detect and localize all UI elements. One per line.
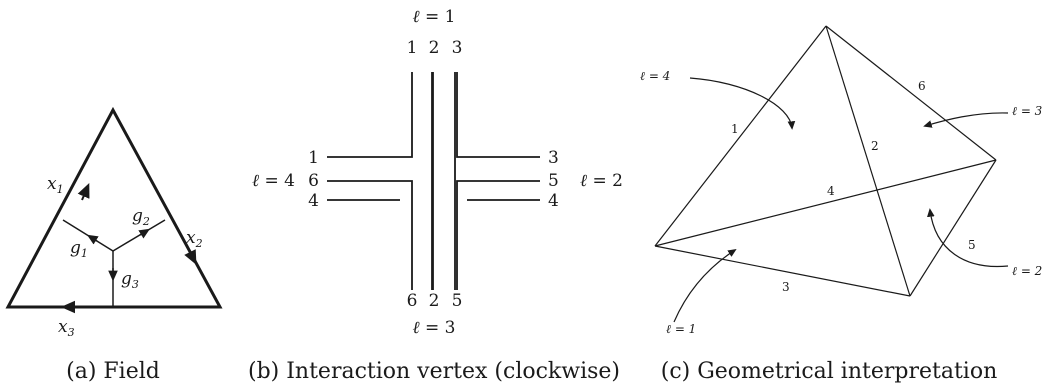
- ell-bottom: ℓ = 3: [413, 318, 456, 338]
- strand-top-right: [455, 72, 540, 157]
- tet-edge-1: [654, 25, 827, 247]
- left-label-1: 1: [308, 148, 319, 168]
- right-label-3: 3: [548, 148, 559, 168]
- tet-edge-3: [654, 245, 911, 297]
- edge-label-6: 6: [918, 79, 926, 93]
- ell-right: ℓ = 2: [580, 171, 623, 191]
- label-x3: x3: [58, 317, 75, 339]
- label-g3: g3: [121, 269, 139, 291]
- panel-c-tetrahedron: [654, 25, 1009, 323]
- edge-label-2: 2: [871, 139, 879, 153]
- right-label-4: 4: [548, 191, 559, 211]
- edge-label-1: 1: [731, 122, 739, 136]
- g2-arrow: [138, 228, 151, 239]
- tet-edge-5: [909, 159, 997, 297]
- panel-b-labels: ℓ = 1 1 2 3 6 2 5 ℓ = 3 1 6 4 ℓ = 4 3 5 …: [248, 7, 623, 384]
- strand-mid-right: [456, 180, 540, 290]
- right-label-5: 5: [548, 171, 559, 191]
- caption-c: (c) Geometrical interpretation: [661, 359, 998, 384]
- label-g1: g1: [70, 238, 88, 260]
- label-x2: x2: [186, 228, 203, 250]
- panel-a-field: x1 x2 x3 g1 g2 g3 (a) Field: [5, 106, 223, 384]
- edge-x1-arrow: [77, 183, 90, 201]
- top-label-2: 2: [429, 38, 440, 58]
- tet-edge-6: [825, 25, 997, 161]
- ell-left: ℓ = 4: [252, 171, 295, 191]
- arrow-face-3: [923, 112, 1009, 128]
- label-x1: x1: [47, 174, 64, 196]
- edge-label-3: 3: [782, 280, 790, 294]
- g1-arrow: [86, 234, 99, 245]
- label-g2: g2: [132, 206, 150, 228]
- arrow-face-1: [673, 248, 737, 323]
- left-label-6: 6: [308, 171, 319, 191]
- arrow-face-2: [927, 208, 1009, 268]
- panel-c-labels: 1 2 3 4 5 6 ℓ = 1 ℓ = 2 ℓ = 3 ℓ = 4 (c) …: [640, 69, 1043, 384]
- bottom-label-5: 5: [452, 291, 463, 311]
- tet-edge-4: [654, 159, 997, 247]
- strand-top-left: [327, 72, 413, 158]
- left-label-4: 4: [308, 191, 319, 211]
- edge-x2-arrow: [184, 247, 197, 265]
- panel-b-interaction-vertex: [327, 72, 540, 290]
- strand-mid-left: [327, 180, 413, 290]
- bottom-label-6: 6: [407, 291, 418, 311]
- top-label-3: 3: [452, 38, 463, 58]
- field-triangle: [5, 106, 223, 309]
- face-label-4: ℓ = 4: [640, 69, 670, 83]
- bottom-label-2: 2: [429, 291, 440, 311]
- arrow-face-4: [689, 77, 796, 130]
- top-label-1: 1: [407, 38, 418, 58]
- edge-label-5: 5: [968, 238, 976, 252]
- tet-edge-2: [825, 25, 911, 297]
- edge-label-4: 4: [827, 184, 835, 198]
- caption-a: (a) Field: [66, 359, 160, 384]
- caption-b: (b) Interaction vertex (clockwise): [248, 359, 620, 384]
- face-label-1: ℓ = 1: [666, 322, 696, 336]
- strand-top-right-visible: [456, 72, 540, 158]
- face-label-2: ℓ = 2: [1012, 264, 1042, 278]
- ell-top: ℓ = 1: [413, 7, 456, 27]
- face-label-3: ℓ = 3: [1012, 104, 1043, 118]
